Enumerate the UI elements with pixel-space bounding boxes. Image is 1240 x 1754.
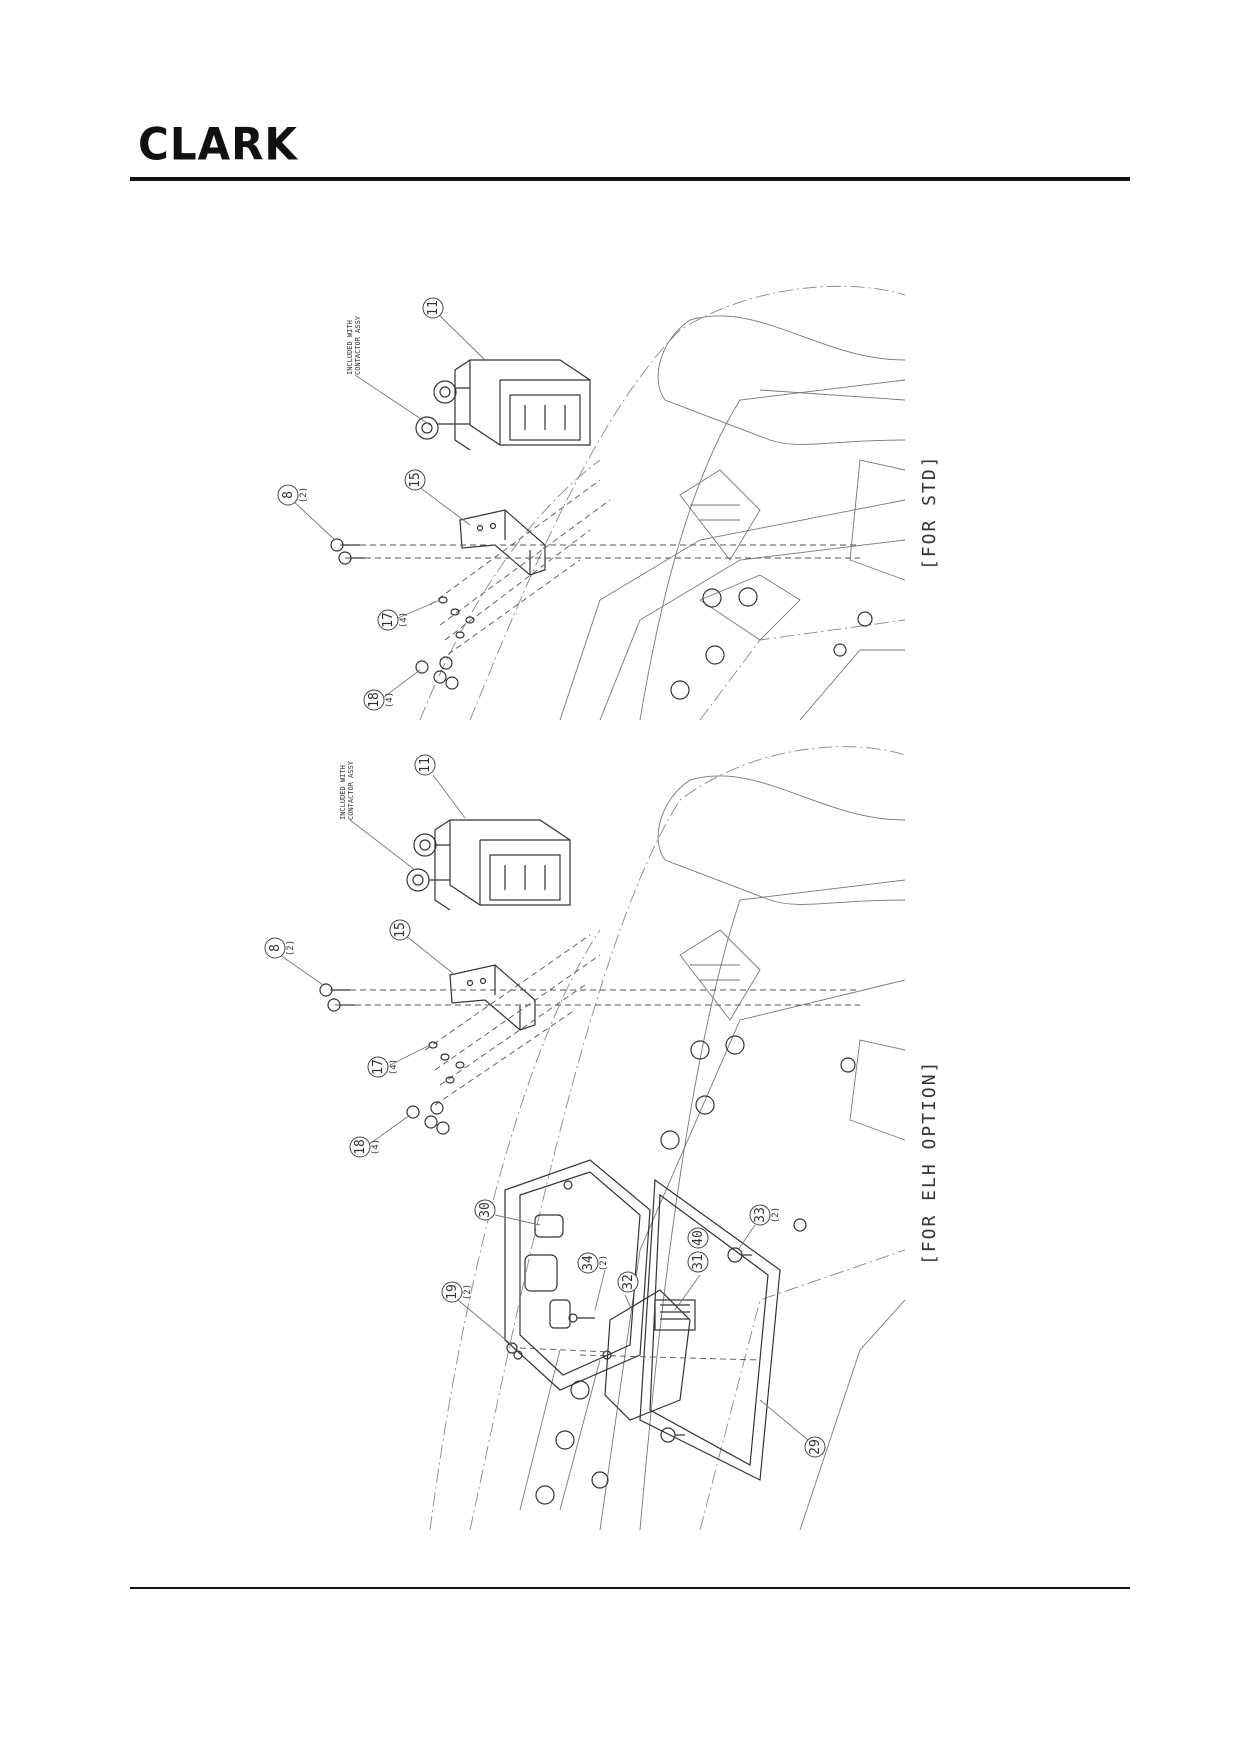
assembly-lines-std	[340, 479, 860, 661]
svg-text:(2): (2)	[599, 1255, 609, 1271]
contactor-assy-std	[415, 359, 591, 451]
callout-34-elh: 34 (2)	[577, 1252, 609, 1274]
svg-text:(4): (4)	[385, 692, 395, 708]
caption-for-std: [FOR STD]	[919, 454, 940, 570]
svg-text:8: 8	[281, 491, 296, 499]
housing-outline-elh	[429, 746, 906, 1531]
callout-15-std: 15	[404, 469, 426, 491]
callout-18-std: 18 (4)	[363, 689, 395, 711]
svg-text:(2): (2)	[463, 1284, 473, 1300]
callout-11-elh: 11	[414, 754, 436, 776]
footer-rule	[130, 1587, 1130, 1589]
svg-text:17: 17	[381, 612, 396, 628]
svg-text:32: 32	[621, 1274, 636, 1290]
screws-item-8-std	[330, 538, 365, 565]
svg-text:11: 11	[418, 757, 433, 773]
assembly-lines-elh	[330, 934, 860, 1106]
leaders-elh	[279, 774, 809, 1441]
callout-15-elh: 15	[389, 919, 411, 941]
svg-text:30: 30	[478, 1202, 493, 1218]
elh-screws	[506, 1313, 761, 1361]
screws-item-18-std	[415, 656, 459, 690]
bracket-std	[459, 509, 546, 576]
screws-item-18-elh	[406, 1101, 450, 1135]
svg-text:(4): (4)	[399, 612, 409, 628]
callout-33-elh: 33 (2)	[749, 1204, 781, 1226]
callout-8-elh: 8 (2)	[264, 937, 296, 959]
elh-controller-module	[504, 1159, 651, 1391]
svg-text:INCLUDED WITH: INCLUDED WITH	[346, 320, 354, 375]
view-elh: 11 15 8 (2) 17 (4) 18 (4) 30 19 (2)	[264, 746, 940, 1531]
svg-text:29: 29	[808, 1439, 823, 1455]
housing-outline-std	[419, 285, 906, 721]
screws-item-8-elh	[319, 983, 355, 1012]
svg-text:33: 33	[753, 1207, 768, 1223]
svg-text:18: 18	[367, 692, 382, 708]
elh-studs-item-33	[660, 1247, 752, 1443]
svg-text:8: 8	[268, 944, 283, 952]
svg-text:18: 18	[353, 1139, 368, 1155]
callout-40-elh: 40	[687, 1227, 709, 1249]
leaders-std	[291, 312, 486, 701]
svg-text:11: 11	[426, 300, 441, 316]
svg-text:19: 19	[445, 1284, 460, 1300]
callout-8-std: 8 (2)	[277, 484, 309, 506]
view-std: 11 15 8 (2) 17 (4) 18 (4) INCLUDED WITH …	[277, 285, 940, 721]
header-rule	[130, 177, 1130, 181]
bracket-elh	[449, 964, 536, 1031]
caption-for-elh-option: [FOR ELH OPTION]	[919, 1060, 940, 1265]
elh-connector-bracket	[604, 1289, 696, 1421]
contactor-assy-elh	[406, 819, 571, 911]
callout-17-std: 17 (4)	[377, 609, 409, 631]
svg-text:40: 40	[691, 1230, 706, 1246]
clark-logo: CLARK	[138, 118, 298, 171]
svg-text:31: 31	[691, 1254, 706, 1270]
note-included-with-contactor-elh: INCLUDED WITH CONTACTOR ASSY	[339, 760, 355, 820]
svg-text:15: 15	[408, 472, 423, 488]
svg-text:(2): (2)	[286, 940, 296, 956]
svg-text:34: 34	[581, 1255, 596, 1271]
callout-17-elh: 17 (4)	[367, 1056, 399, 1078]
svg-text:(2): (2)	[771, 1207, 781, 1223]
callout-29-elh: 29	[804, 1436, 826, 1458]
callout-30-elh: 30	[474, 1199, 496, 1221]
callout-18-elh: 18 (4)	[349, 1136, 381, 1158]
svg-text:CONTACTOR ASSY: CONTACTOR ASSY	[347, 760, 355, 820]
note-included-with-contactor-std: INCLUDED WITH CONTACTOR ASSY	[346, 315, 362, 375]
svg-text:(4): (4)	[371, 1139, 381, 1155]
panel-fittings-std	[670, 587, 873, 700]
svg-text:(2): (2)	[299, 487, 309, 503]
svg-text:(4): (4)	[389, 1059, 399, 1075]
svg-text:CONTACTOR ASSY: CONTACTOR ASSY	[354, 315, 362, 375]
callout-11-std: 11	[422, 297, 444, 319]
svg-text:15: 15	[393, 922, 408, 938]
svg-text:INCLUDED WITH: INCLUDED WITH	[339, 765, 347, 820]
washers-item-17-std	[438, 596, 475, 639]
callout-31-elh: 31	[687, 1251, 709, 1273]
callout-19-elh: 19 (2)	[441, 1281, 473, 1303]
callout-32-elh: 32	[617, 1271, 639, 1293]
svg-text:17: 17	[371, 1059, 386, 1075]
